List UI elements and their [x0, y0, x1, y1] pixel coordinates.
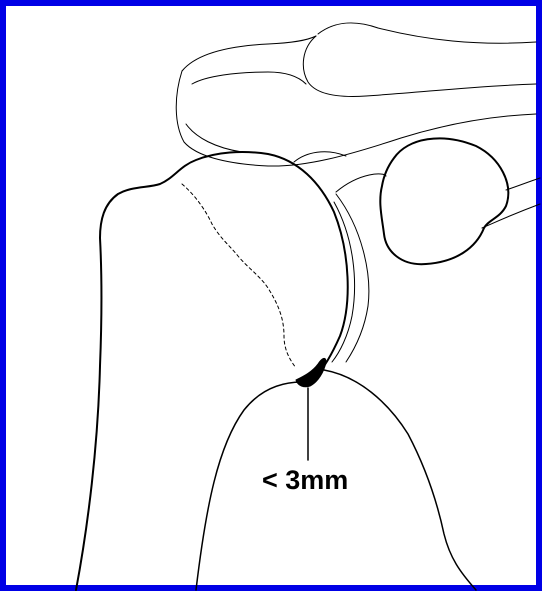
shoulder-line-drawing — [6, 6, 542, 597]
coracoid-outline — [380, 138, 508, 264]
glenoid-rim-inner — [332, 202, 355, 362]
anatomical-neck-line — [182, 184, 296, 368]
clavicle-inner-outline — [303, 36, 536, 96]
glenoid-rim-outer — [336, 174, 386, 192]
measurement-label: < 3mm — [262, 463, 348, 497]
bone-spur-marker — [296, 358, 326, 386]
glenoid-rim-arc — [336, 194, 369, 362]
acromion-inner-contour — [192, 72, 306, 84]
acromion-lower-edge — [186, 124, 242, 152]
coracoid-underside — [482, 204, 540, 228]
clavicle-upper-outline — [182, 36, 316, 71]
coracoid-stem — [506, 178, 540, 190]
humerus-outline — [76, 152, 348, 590]
clavicle-end-outline — [318, 23, 536, 43]
